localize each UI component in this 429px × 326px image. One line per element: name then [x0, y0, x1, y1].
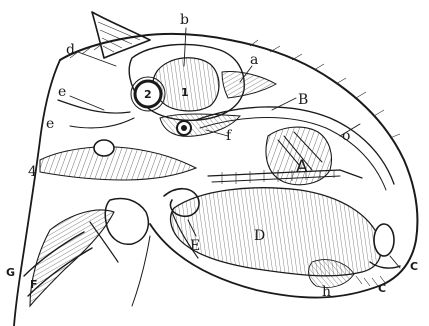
label-G: G — [6, 266, 15, 279]
label-f: f — [226, 128, 233, 144]
label-C-right: C — [410, 260, 418, 273]
vertebra-e — [94, 140, 114, 156]
label-d: d — [66, 42, 75, 58]
label-o: o — [342, 128, 350, 144]
region-4 — [40, 147, 196, 180]
tongue-D — [171, 188, 382, 276]
label-e-left: e — [46, 116, 54, 132]
label-b: b — [180, 12, 189, 28]
label-4: 4 — [28, 164, 37, 180]
label-C-bottom: C — [378, 282, 386, 295]
incisor-region — [374, 224, 394, 256]
region-a — [222, 72, 276, 99]
label-E: E — [190, 238, 200, 254]
label-B: B — [298, 92, 308, 108]
label-1: 1 — [181, 86, 189, 99]
label-a: a — [250, 52, 258, 68]
label-e-upper: e — [58, 84, 66, 100]
larynx-region — [105, 199, 148, 245]
label-2: 2 — [144, 88, 152, 101]
label-D: D — [254, 228, 265, 244]
label-F: F — [30, 278, 38, 291]
label-h: h — [322, 284, 331, 300]
trachea — [30, 210, 114, 306]
label-A: A — [296, 157, 308, 177]
